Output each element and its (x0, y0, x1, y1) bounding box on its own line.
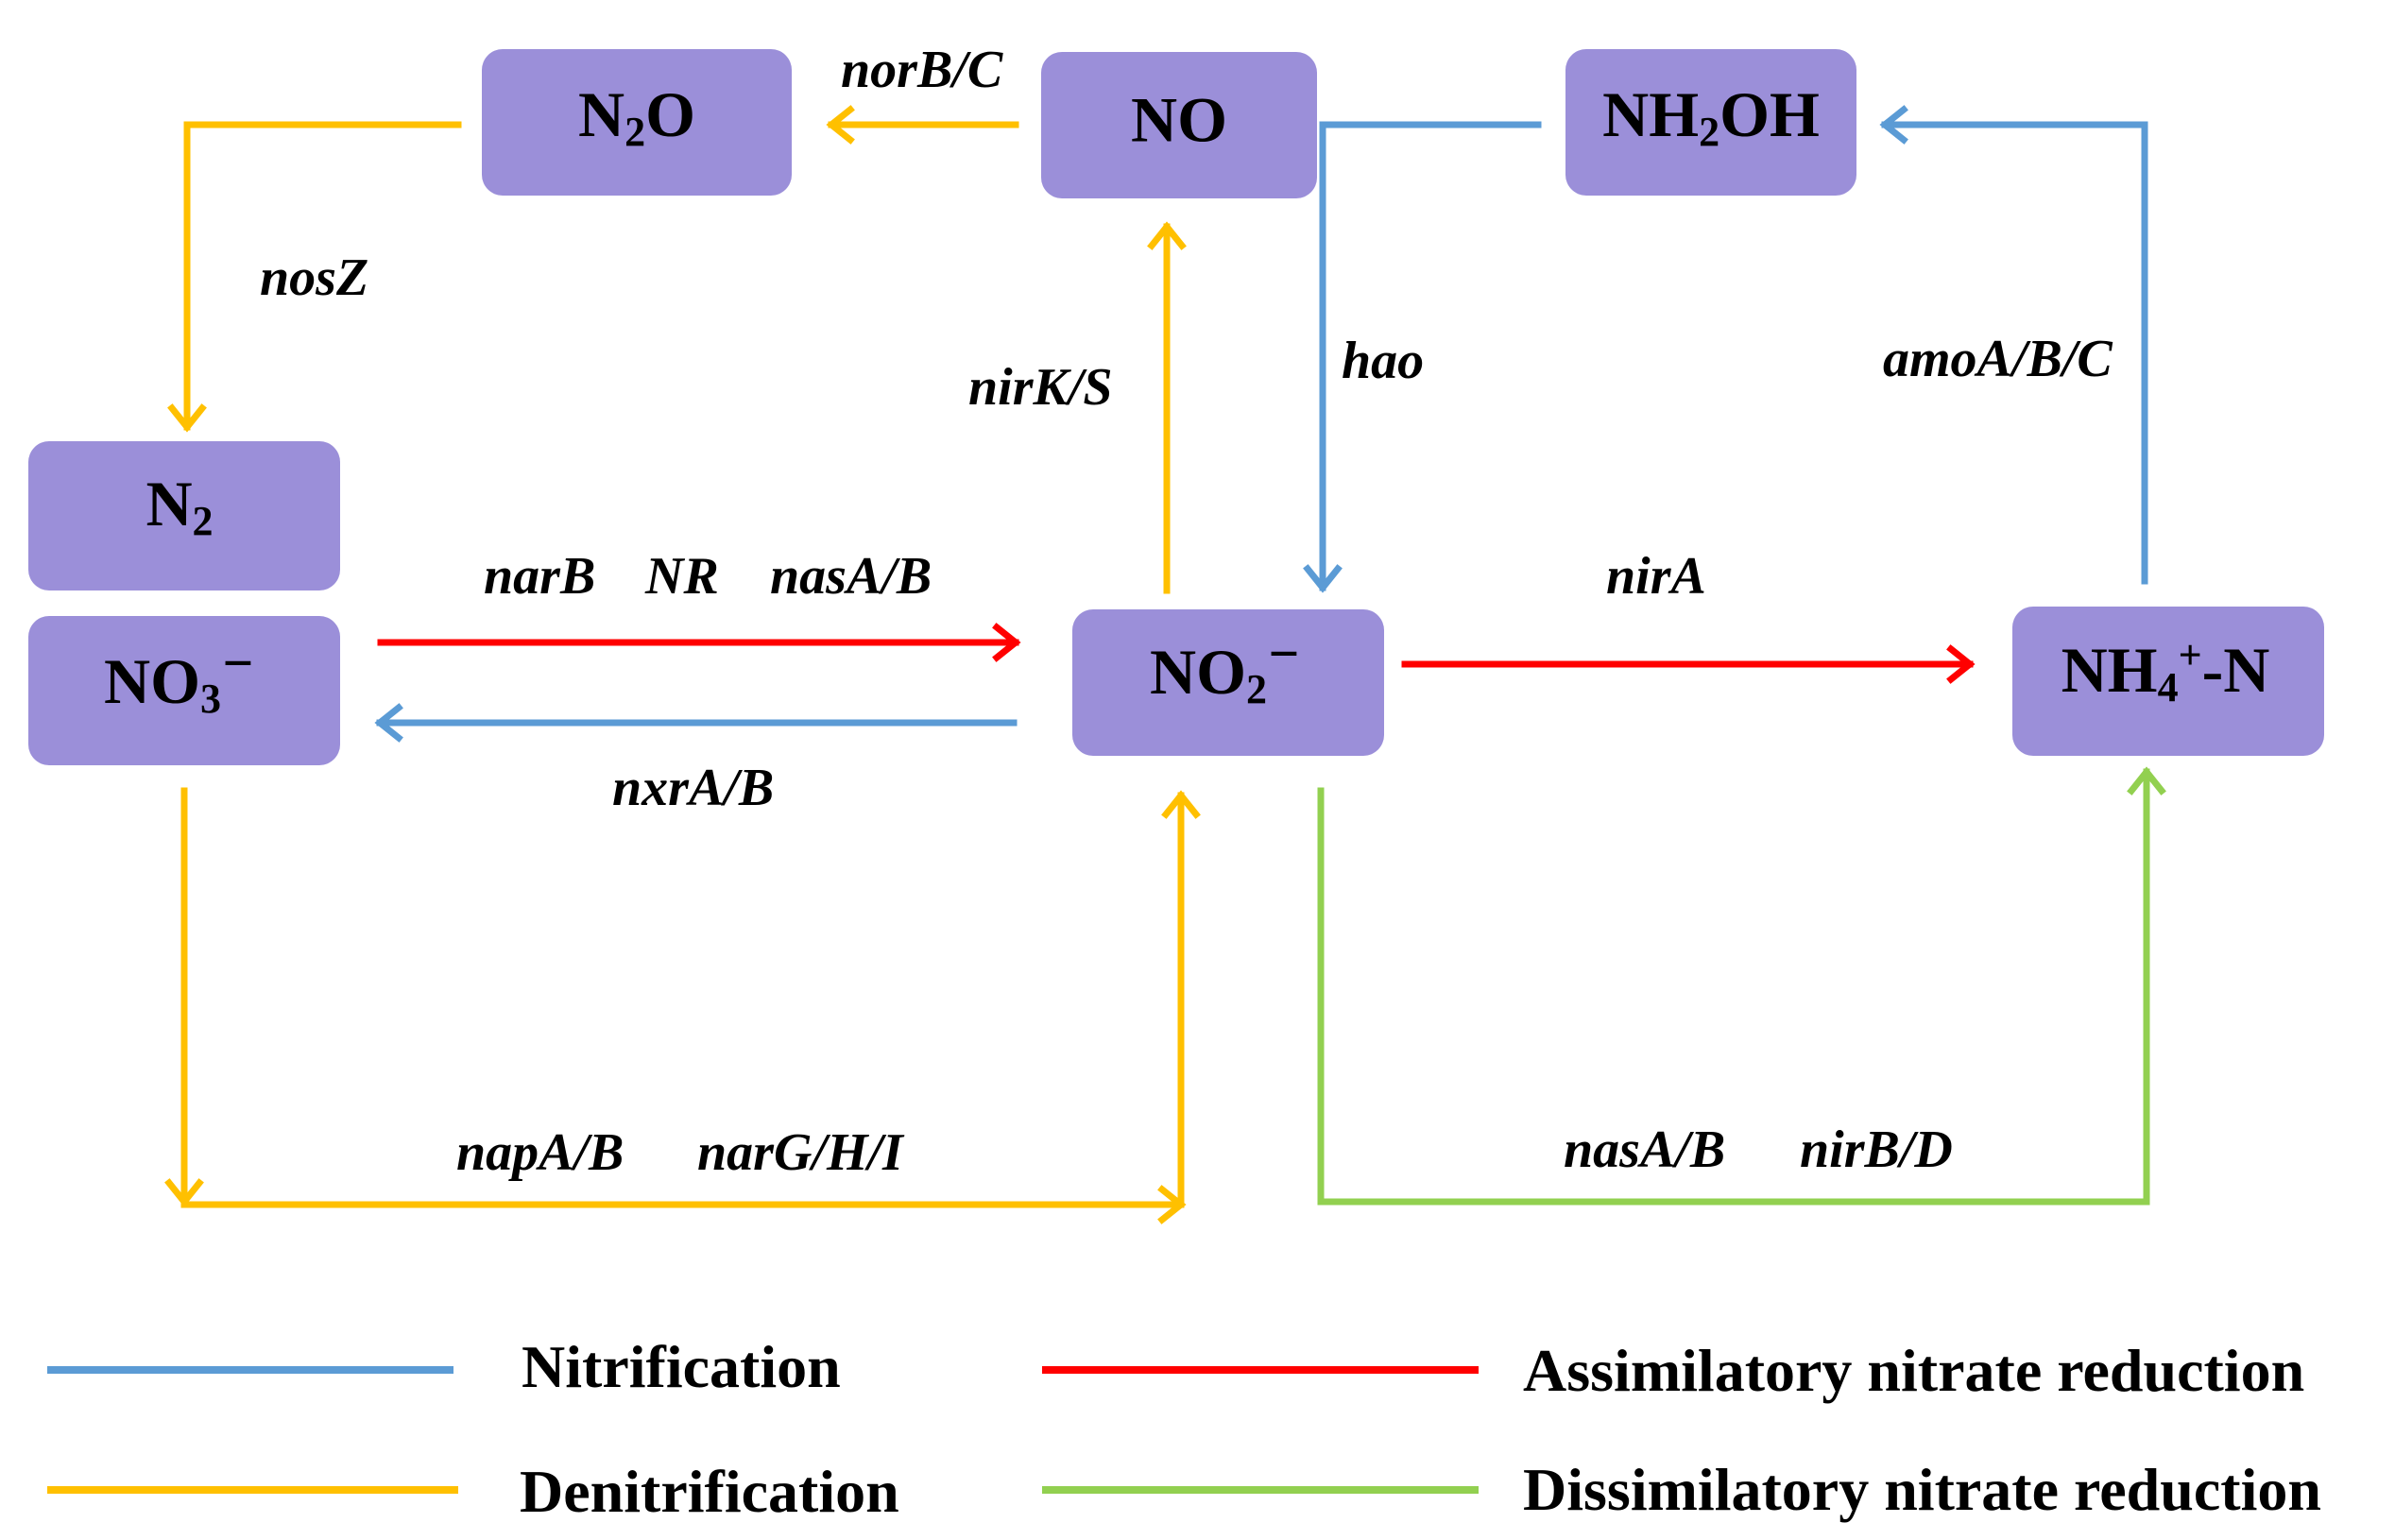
node-no2: NO2⁻ (1072, 609, 1384, 756)
node-n2: N2 (28, 441, 340, 590)
gene-narb: narB (484, 547, 595, 606)
arrowhead-nh4-bottom (2127, 766, 2166, 796)
svg-text:N2O: N2O (578, 78, 695, 155)
arrowhead-no2-left (992, 623, 1021, 662)
arrowhead-n2o (826, 105, 855, 145)
edge-nh4-to-nh2oh (1881, 121, 2148, 585)
arrowhead-no2-bottom (1161, 790, 1201, 819)
arrowhead-no2-top (1303, 564, 1343, 593)
gene-norbc: norB/C (841, 41, 1003, 99)
edge-no2-to-nh4-bottom (1317, 768, 2150, 1206)
arrowhead-no (1147, 221, 1187, 250)
gene-nr: NR (644, 547, 719, 606)
dissimilatory-edges (1317, 766, 2166, 1206)
gene-narghi: narG/H/I (697, 1123, 905, 1182)
gene-nirbd: nirB/D (1800, 1121, 1953, 1179)
gene-nasab-top: nasA/B (770, 547, 932, 606)
assimilatory-edges (377, 623, 1976, 684)
gene-napab: napA/B (456, 1123, 624, 1182)
nitrification-edges (374, 105, 2148, 743)
node-no3: NO3⁻ (28, 616, 340, 765)
legend-label-nitrification: Nitrification (522, 1333, 841, 1400)
node-nh4: NH4+-N (2012, 607, 2324, 756)
arrowhead-bottom-left (164, 1178, 204, 1207)
gene-labels: norB/C nosZ nirK/S hao amoA/B/C narB NR … (260, 41, 2113, 1182)
svg-text:NH4+-N: NH4+-N (2061, 632, 2270, 710)
gene-nosz: nosZ (260, 248, 368, 307)
arrowhead-n2 (167, 403, 207, 433)
svg-text:NO2⁻: NO2⁻ (1150, 628, 1301, 712)
legend-label-denitrification: Denitrification (520, 1458, 899, 1525)
gene-nasab-bottom: nasA/B (1564, 1121, 1725, 1179)
svg-text:NO3⁻: NO3⁻ (104, 638, 255, 722)
legend: Nitrification Assimilatory nitrate reduc… (47, 1333, 2321, 1525)
edge-no3-to-no2-bottom (180, 787, 1185, 1208)
node-no: NO (1041, 52, 1317, 198)
svg-text:NO: NO (1131, 84, 1227, 156)
arrowhead-no3 (374, 703, 403, 743)
gene-nira: nirA (1606, 547, 1706, 606)
gene-nirks: nirK/S (968, 358, 1113, 417)
node-n2o: N2O (482, 49, 792, 196)
legend-label-assimilatory: Assimilatory nitrate reduction (1523, 1337, 2304, 1404)
svg-text:NH2OH: NH2OH (1602, 78, 1820, 155)
arrowhead-nh2oh (1879, 105, 1908, 145)
gene-nxrab: nxrA/B (612, 759, 774, 817)
arrowhead-nh4-left (1946, 644, 1976, 684)
edge-nh2oh-to-no2 (1319, 121, 1542, 591)
gene-hao: hao (1342, 332, 1424, 390)
edge-n2o-to-n2 (183, 121, 462, 431)
legend-label-dissimilatory: Dissimilatory nitrate reduction (1523, 1456, 2321, 1523)
node-nh2oh: NH2OH (1565, 49, 1856, 196)
denitrification-edges (164, 105, 1201, 1224)
svg-text:N2: N2 (145, 468, 213, 544)
gene-amoabc: amoA/B/C (1883, 330, 2113, 388)
